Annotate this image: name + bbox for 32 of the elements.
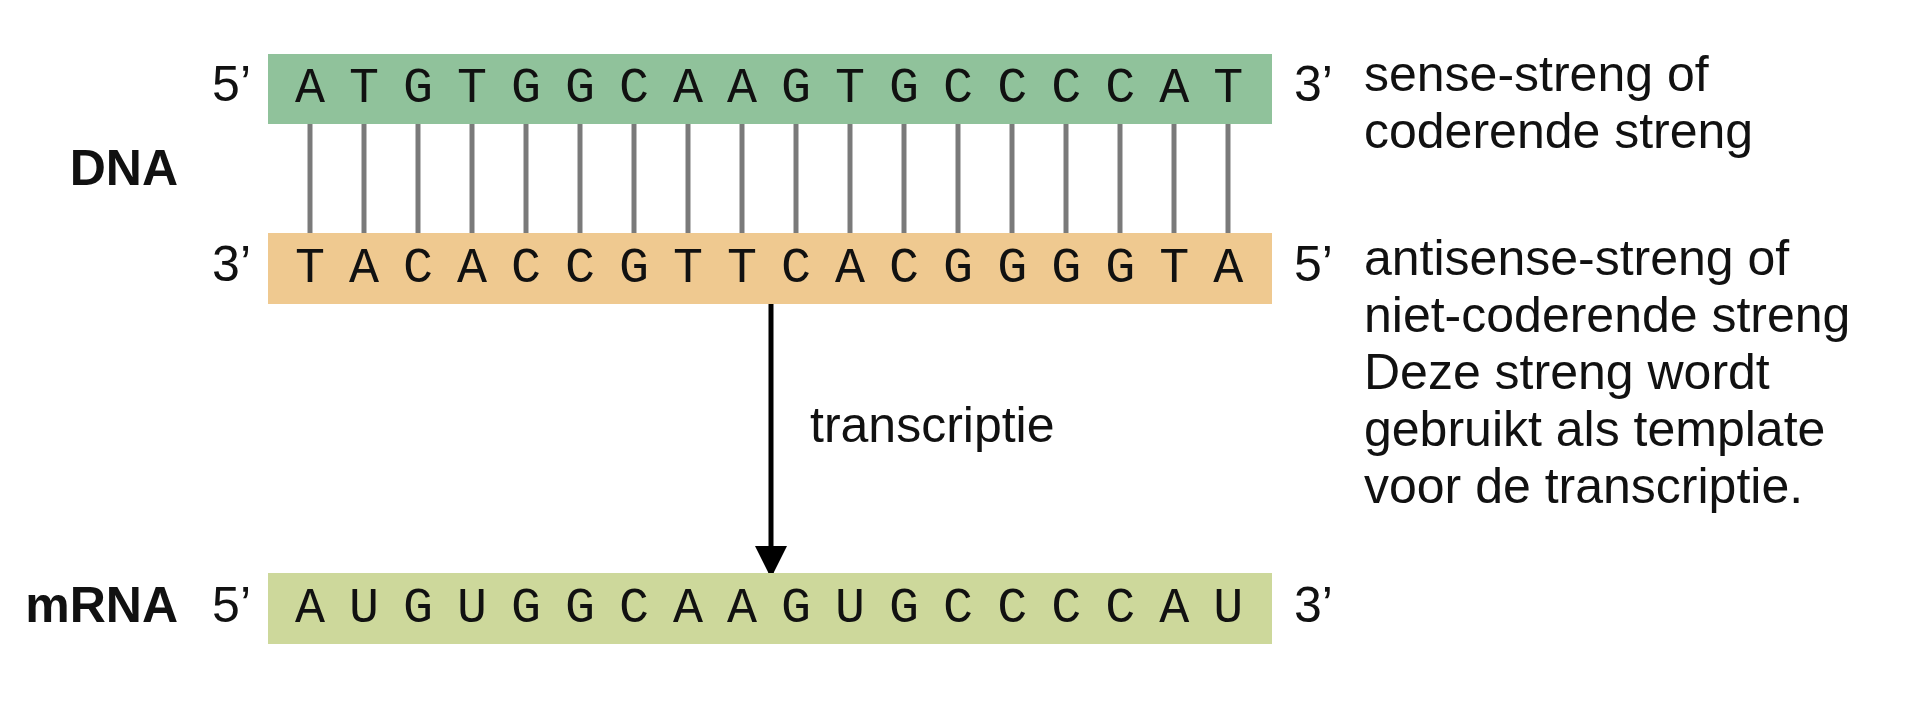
strand-description: Deze streng wordt gebruikt als template voor de transcriptie.	[1364, 344, 1827, 515]
base-pair-line	[361, 124, 367, 233]
strand-description: antisense-streng of niet-coderende streng	[1364, 230, 1852, 344]
base-pair-line	[415, 124, 421, 233]
base-pair-line	[793, 124, 799, 233]
strand-end-label: 5’	[212, 56, 251, 113]
base-pair-line	[739, 124, 745, 233]
strand-end-label: 5’	[1294, 236, 1333, 293]
dna-strand-bar: T A C A C C G T T C A C G G G G T A	[268, 233, 1272, 304]
base-pair-line	[1225, 124, 1231, 233]
base-pair-line	[1117, 124, 1123, 233]
molecule-label: mRNA	[25, 577, 178, 634]
dna-strand-bar: A T G T G G C A A G T G C C C C A T	[268, 54, 1272, 124]
base-pair-line	[523, 124, 529, 233]
base-pair-line	[577, 124, 583, 233]
strand-end-label: 3’	[212, 236, 251, 293]
base-pair-line	[631, 124, 637, 233]
base-pair-line	[1009, 124, 1015, 233]
strand-end-label: 3’	[1294, 56, 1333, 113]
base-pair-line	[307, 124, 313, 233]
strand-description: sense-streng of coderende streng	[1364, 46, 1755, 160]
molecule-label: DNA	[69, 140, 178, 197]
base-pair-line	[469, 124, 475, 233]
base-pair-line	[847, 124, 853, 233]
strand-end-label: 5’	[212, 577, 251, 634]
mrna-strand-bar: A U G U G G C A A G U G C C C C A U	[268, 573, 1272, 644]
base-pair-line	[1063, 124, 1069, 233]
strand-end-label: 3’	[1294, 577, 1333, 634]
base-pair-line	[901, 124, 907, 233]
base-pair-line	[685, 124, 691, 233]
base-pair-line	[955, 124, 961, 233]
base-pair-line	[1171, 124, 1177, 233]
